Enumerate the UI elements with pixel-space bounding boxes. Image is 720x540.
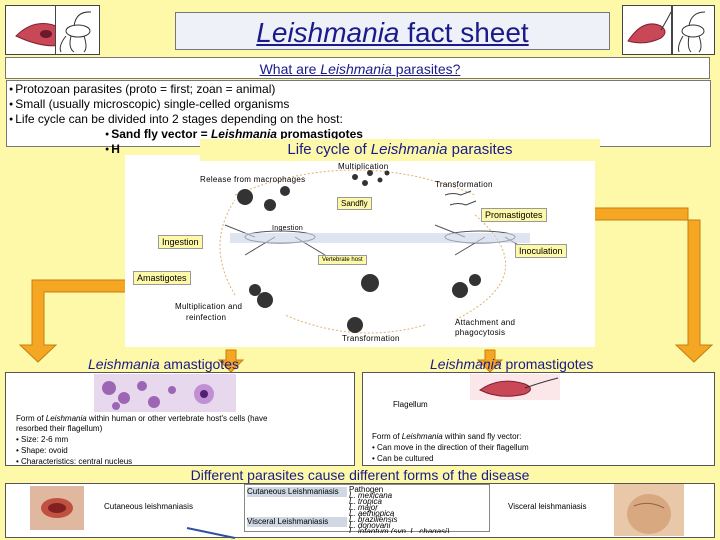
question-heading: What are Leishmania parasites? (0, 61, 720, 77)
intro-box: Protozoan parasites (proto = first; zoan… (6, 80, 711, 156)
table-pathogen-1: L. mexicana (349, 491, 393, 500)
table-col-head: Pathogen (349, 485, 384, 494)
amastigote-micrograph (94, 374, 236, 412)
promastigote-micrograph (470, 374, 560, 400)
right-arrow (564, 207, 714, 363)
question-prefix: What are (259, 61, 321, 77)
middle-left-arrow (217, 349, 245, 373)
question-box (5, 57, 710, 79)
intro-bullet-1: Protozoan parasites (proto = first; zoan… (9, 82, 275, 96)
promastigote-thumbnail-top-right (622, 5, 672, 55)
sandfly-thumbnail-top-right (672, 5, 715, 55)
middle-right-arrow (476, 349, 504, 373)
promastigote-illustration (627, 11, 671, 44)
visceral-patient-photo (614, 484, 684, 536)
question-italic: Leishmania (320, 61, 392, 77)
cutaneous-lesion-photo (30, 486, 84, 530)
intro-sub-bullet-1: Sand fly vector = Leishmania promastigot… (105, 127, 363, 141)
disease-heading: Different parasites cause different form… (190, 467, 530, 483)
table-row1-label: Cutaneous Leishmaniasis (247, 487, 347, 497)
promastigote-cell-illustration (479, 377, 559, 397)
amastigote-form-line-1: Form of Leishmania within human or other… (16, 414, 268, 423)
question-suffix: parasites? (391, 61, 461, 77)
promastigote-heading: Leishmania promastigotes (430, 356, 594, 372)
amastigote-nucleus: • Characteristics: central nucleus (16, 457, 133, 465)
bottom-blue-arrow (186, 527, 236, 539)
cutaneous-label: Cutaneous leishmaniasis (104, 502, 193, 511)
promastigote-form-line: Form of Leishmania within sand fly vecto… (372, 432, 522, 441)
label-multiplication-reinfection-2: reinfection (186, 313, 227, 322)
table-pathogen-5: L. braziliensis (349, 515, 398, 524)
table-pathogen-6: L. donovani (349, 521, 391, 530)
lifecycle-cycle-drawing (219, 169, 536, 334)
pathogen-table: Cutaneous Leishmaniasis Pathogen L. mexi… (244, 484, 490, 533)
amastigote-size: • Size: 2-6 mm (16, 435, 69, 444)
sandfly-illustration (59, 11, 92, 53)
tag-inoculation: Inoculation (515, 244, 567, 258)
page-title: Leishmania fact sheet (175, 12, 610, 50)
tag-ingestion: Ingestion (158, 235, 203, 249)
tag-promastigotes: Promastigotes (481, 208, 547, 222)
amastigote-form-line-2: resorbed their flagellum) (16, 424, 103, 433)
label-ingestion-small: Ingestion (272, 225, 304, 232)
table-pathogen-4: L. aethiopica (349, 509, 395, 518)
skin-lesion-illustration (41, 498, 73, 518)
amastigote-heading: Leishmania amastigotes (88, 356, 239, 372)
sandfly-illustration (678, 11, 706, 53)
lifecycle-title: Life cycle of Leishmania parasites (287, 141, 513, 158)
tag-vertebrate-host: Vertebrate host (318, 255, 367, 265)
label-transformation-bottom: Transformation (342, 334, 400, 343)
promastigote-move: • Can move in the direction of their fla… (372, 443, 529, 452)
table-pathogen-2: L. tropica (349, 497, 382, 506)
sandfly-thumbnail-top-left (55, 5, 100, 55)
visceral-label: Visceral leishmaniasis (508, 502, 587, 511)
table-row2-label: Visceral Leishmaniasis (247, 517, 347, 527)
lifecycle-title-background (200, 139, 600, 161)
label-multiplication-reinfection-1: Multiplication and (175, 302, 243, 311)
intro-bullet-2: Small (usually microscopic) single-celle… (9, 97, 289, 111)
table-pathogen-7: L. infantum (syn. L. chagasi) (349, 527, 450, 533)
tag-amastigotes: Amastigotes (133, 271, 191, 285)
label-transformation-top: Transformation (435, 180, 493, 189)
flagellum-label: Flagellum (393, 400, 428, 409)
label-multiplication: Multiplication (338, 162, 389, 171)
stained-cells-illustration (102, 381, 214, 410)
intro-sub-bullet-2: H (105, 142, 120, 156)
table-pathogen-3: L. major (349, 503, 378, 512)
tag-sandfly: Sandfly (337, 197, 372, 210)
amastigote-shape: • Shape: ovoid (16, 446, 68, 455)
title-italic: Leishmania (256, 17, 400, 48)
promastigote-cultured: • Can be cultured (372, 454, 434, 463)
label-attachment-2: phagocytosis (455, 328, 506, 337)
intro-bullet-3: Life cycle can be divided into 2 stages … (9, 112, 343, 126)
abdomen-illustration (627, 494, 671, 534)
title-rest: fact sheet (399, 17, 529, 48)
label-release-macrophages: Release from macrophages (200, 175, 306, 184)
label-attachment-1: Attachment and (455, 318, 516, 327)
